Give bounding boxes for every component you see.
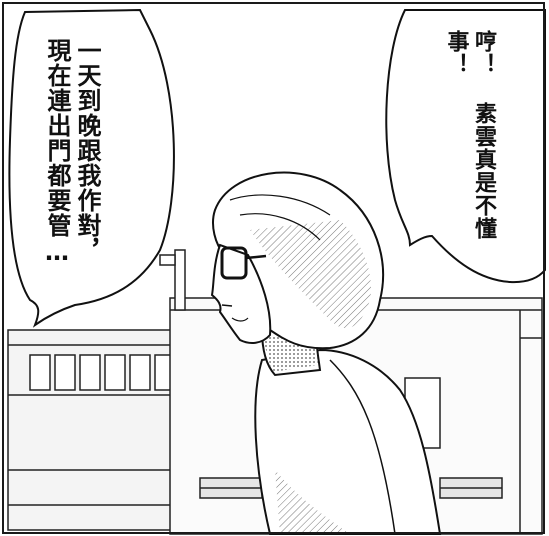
speech-line: 哼！ xyxy=(471,30,496,76)
speech-bubble-left xyxy=(8,8,175,328)
background-building-left xyxy=(7,329,179,531)
speech-line: 素雲真是不懂事！ xyxy=(443,30,497,240)
woman-figure xyxy=(210,171,442,535)
speech-bubble-right-text: 哼！ 素雲真是不懂事！ xyxy=(442,30,497,270)
speech-line: 現在連出門都要管… xyxy=(43,38,71,267)
speech-line: 一天到晚跟我作對， xyxy=(73,38,101,263)
background-pole xyxy=(159,249,186,311)
speech-bubble-left-text: 一天到晚跟我作對， 現在連出門都要管… xyxy=(42,38,102,298)
speech-bubble-right xyxy=(385,9,546,284)
